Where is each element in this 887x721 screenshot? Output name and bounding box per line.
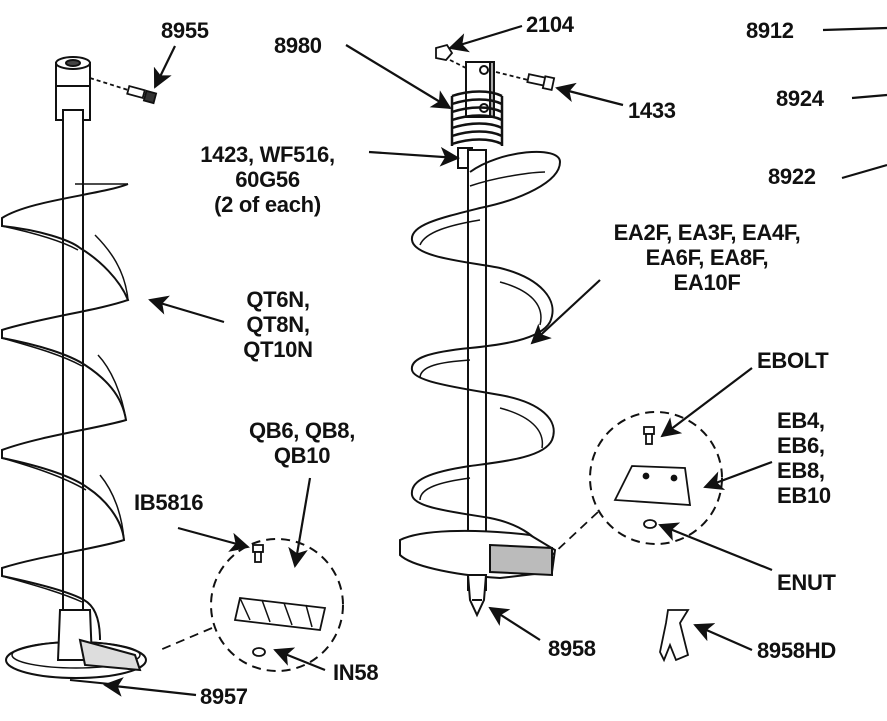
label-ib5816: IB5816 — [134, 490, 204, 515]
label-8955: 8955 — [161, 18, 209, 43]
leader-lines — [103, 24, 887, 697]
label-8912: 8912 — [746, 18, 794, 43]
qt-group-line-3: QT10N — [243, 337, 313, 362]
eb-group-line-1: EB4, — [777, 408, 825, 433]
label-ea-group: EA2F, EA3F, EA4F, EA6F, EA8F, EA10F — [557, 220, 857, 295]
label-2104: 2104 — [526, 12, 574, 37]
eb-group-line-3: EB8, — [777, 458, 825, 483]
qt-group-line-1: QT6N, — [246, 287, 310, 312]
label-qt-group: QT6N, QT8N, QT10N — [222, 287, 334, 362]
label-8922: 8922 — [768, 164, 816, 189]
label-in58: IN58 — [333, 660, 379, 685]
eb-group-line-2: EB6, — [777, 433, 825, 458]
label-8958hd: 8958HD — [757, 638, 836, 663]
washer-group-line-1: 1423, WF516, — [200, 142, 335, 167]
ea-group-line-3: EA10F — [673, 270, 741, 295]
label-enut: ENUT — [777, 570, 836, 595]
label-8957: 8957 — [200, 684, 248, 709]
label-eb-group: EB4, EB6, EB8, EB10 — [777, 408, 831, 508]
small-parts — [89, 43, 723, 672]
label-ebolt: EBOLT — [757, 348, 829, 373]
ea-group-line-2: EA6F, EA8F, — [645, 245, 769, 270]
washer-group-line-3: (2 of each) — [214, 192, 321, 217]
label-8980: 8980 — [274, 33, 322, 58]
qb-group-line-2: QB10 — [273, 443, 331, 468]
label-washer-group: 1423, WF516, 60G56 (2 of each) — [165, 142, 370, 217]
left-auger — [0, 56, 147, 685]
label-8924: 8924 — [776, 86, 824, 111]
qt-group-line-2: QT8N, — [246, 312, 310, 337]
qb-group-line-1: QB6, QB8, — [248, 418, 356, 443]
eb-group-line-4: EB10 — [777, 483, 831, 508]
label-1433: 1433 — [628, 98, 676, 123]
ea-group-line-1: EA2F, EA3F, EA4F, — [613, 220, 801, 245]
label-qb-group: QB6, QB8, QB10 — [222, 418, 382, 468]
washer-group-line-2: 60G56 — [235, 167, 300, 192]
label-8958: 8958 — [548, 636, 596, 661]
